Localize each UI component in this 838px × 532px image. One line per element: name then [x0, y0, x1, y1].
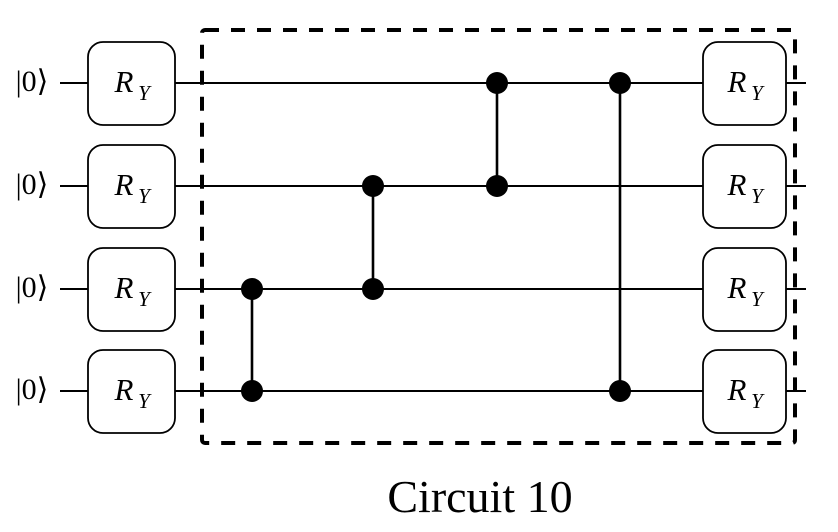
- gate-subscript: Y: [751, 184, 765, 208]
- gate-ry-input-q0[interactable]: R Y: [87, 41, 176, 126]
- repeat-block-dashed-boundary: [200, 28, 797, 445]
- initial-state-labels: |0⟩ |0⟩ |0⟩ |0⟩: [16, 65, 49, 406]
- gate-label: R: [114, 270, 134, 305]
- cz-gate-q0-q3[interactable]: [609, 72, 631, 402]
- gate-label: R: [114, 64, 134, 99]
- gate-subscript: Y: [138, 287, 152, 311]
- control-dot[interactable]: [362, 175, 384, 197]
- gate-subscript: Y: [138, 81, 152, 105]
- cz-gate-q1-q2[interactable]: [362, 175, 384, 300]
- control-dot[interactable]: [241, 278, 263, 300]
- gate-subscript: Y: [751, 287, 765, 311]
- gate-label: R: [727, 270, 747, 305]
- output-ry-gate-column: R Y R Y R Y R Y: [702, 41, 787, 434]
- input-ry-gate-column: R Y R Y R Y R Y: [87, 41, 176, 434]
- qubit-wires: [60, 82, 806, 392]
- label-gutter-mask: [0, 60, 60, 420]
- gate-subscript: Y: [751, 81, 765, 105]
- ket-label-q2: |0⟩: [16, 271, 49, 304]
- gate-label: R: [114, 167, 134, 202]
- gate-subscript: Y: [138, 389, 152, 413]
- gate-label: R: [727, 167, 747, 202]
- control-dot[interactable]: [609, 72, 631, 94]
- ket-label-q3: |0⟩: [16, 373, 49, 406]
- ket-label-q0: |0⟩: [16, 65, 49, 98]
- control-dot[interactable]: [486, 175, 508, 197]
- gate-label: R: [727, 372, 747, 407]
- control-dot[interactable]: [241, 380, 263, 402]
- figure-caption: Circuit 10: [387, 471, 572, 522]
- gate-ry-output-q3[interactable]: R Y: [702, 349, 787, 434]
- gate-subscript: Y: [138, 184, 152, 208]
- cz-gate-q2-q3[interactable]: [241, 278, 263, 402]
- gate-ry-input-q2[interactable]: R Y: [87, 247, 176, 332]
- control-dot[interactable]: [609, 380, 631, 402]
- gate-ry-input-q3[interactable]: R Y: [87, 349, 176, 434]
- ket-label-q1: |0⟩: [16, 168, 49, 201]
- gate-ry-output-q1[interactable]: R Y: [702, 144, 787, 229]
- gate-label: R: [727, 64, 747, 99]
- gate-ry-input-q1[interactable]: R Y: [87, 144, 176, 229]
- control-dot[interactable]: [362, 278, 384, 300]
- cz-gate-q0-q1[interactable]: [486, 72, 508, 197]
- entangling-gate-layer: [241, 72, 631, 402]
- control-dot[interactable]: [486, 72, 508, 94]
- gate-ry-output-q0[interactable]: R Y: [702, 41, 787, 126]
- gate-ry-output-q2[interactable]: R Y: [702, 247, 787, 332]
- gate-label: R: [114, 372, 134, 407]
- gate-subscript: Y: [751, 389, 765, 413]
